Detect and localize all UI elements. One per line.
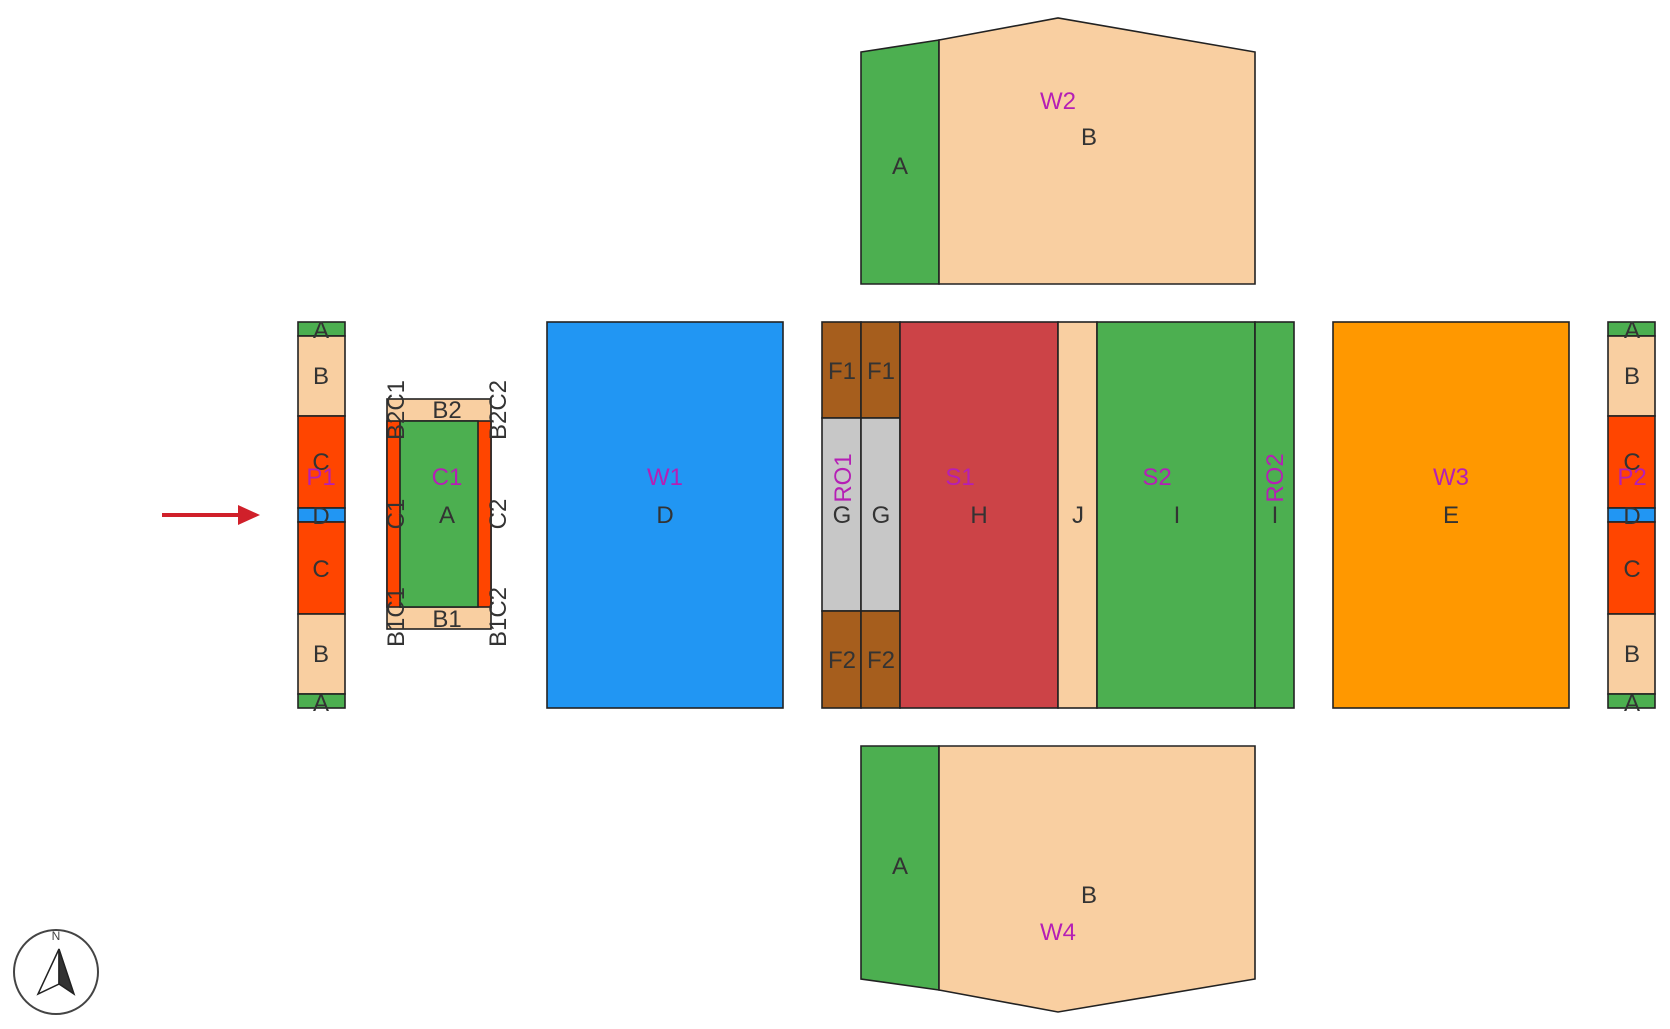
right-arrow-icon [238, 505, 260, 525]
w3-zone-label: W3 [1433, 464, 1469, 491]
wall-w2: A W2 B [860, 17, 1256, 285]
w4-b-area [938, 745, 1256, 1013]
w1-area [546, 321, 784, 709]
c1-center [399, 420, 479, 608]
s1-label: H [970, 502, 987, 529]
w3-area [1332, 321, 1570, 709]
p2-bottom-c [1607, 521, 1656, 615]
p1-bottom-c [297, 521, 346, 615]
ro1-f1-left-label: F1 [828, 358, 856, 385]
p1-zone-label: P1 [306, 464, 335, 491]
p2-top-c-label: C [1623, 449, 1640, 476]
p1-top-a-label: A [313, 317, 329, 344]
roof-ro2: RO2 I [1254, 321, 1295, 709]
ro1-g-right [860, 417, 901, 612]
p1-bottom-b-label: B [313, 641, 329, 668]
ro1-f1-right [860, 321, 901, 419]
p1-bottom-a [297, 693, 346, 709]
c1-top-left-label: B2C1 [383, 380, 410, 440]
j-area [1057, 321, 1098, 709]
w2-a-label: A [892, 153, 908, 180]
p2-top-b-label: B [1624, 363, 1640, 390]
ro1-g-right-label: G [872, 502, 891, 529]
chimney-c1: B2 B1 C1 A C1 C2 B2C1 B2C2 B1C1 B1C2 [383, 380, 512, 647]
c1-center-label: A [439, 502, 455, 529]
wind-arrow [162, 505, 260, 525]
p2-bottom-b-label: B [1624, 641, 1640, 668]
p1-bottom-c-label: C [312, 556, 329, 583]
w4-a-label: A [892, 853, 908, 880]
ro1-g-left-label: G [833, 502, 852, 529]
p2-top-c [1607, 415, 1656, 509]
ro1-g-left [821, 417, 862, 612]
ro1-f2-left [821, 610, 862, 709]
ro1-f2-left-label: F2 [828, 647, 856, 674]
w3-label: E [1443, 502, 1459, 529]
ro1-f2-right-label: F2 [867, 647, 895, 674]
c1-left-label: C1 [383, 499, 410, 530]
p2-bottom-a [1607, 693, 1656, 709]
p2-zone-label: P2 [1617, 464, 1646, 491]
wall-w1: W1 D [546, 321, 784, 709]
section-s2: S2 I [1096, 321, 1256, 709]
c1-bottom-label: B1 [432, 606, 461, 633]
w4-b-label: B [1081, 882, 1097, 909]
p2-bottom-b [1607, 613, 1656, 695]
p1-bottom-a-label: A [313, 690, 329, 717]
p2-mid-d-label: D [1623, 503, 1640, 530]
p1-top-b-label: B [313, 363, 329, 390]
s2-area [1096, 321, 1256, 709]
wall-w3: W3 E [1332, 321, 1570, 709]
s2-zone-label: S2 [1142, 464, 1171, 491]
s2-label: I [1174, 502, 1181, 529]
w4-zone-label: W4 [1040, 919, 1076, 946]
panel-p1: A B C D C B A P1 [297, 317, 346, 717]
section-s1: S1 H [899, 321, 1059, 709]
c1-bottom-right-label: B1C2 [485, 587, 512, 647]
c1-top-right-label: B2C2 [485, 380, 512, 440]
p2-bottom-c-label: C [1623, 556, 1640, 583]
strip-j: J [1057, 321, 1098, 709]
ro1-f1-right-label: F1 [867, 358, 895, 385]
c1-right-label: C2 [485, 499, 512, 530]
w2-zone-label: W2 [1040, 88, 1076, 115]
panel-p2: A B C D C B A P2 [1607, 317, 1656, 717]
ro1-zone-label: RO1 [830, 453, 857, 502]
c1-zone-label: C1 [432, 464, 463, 491]
p1-top-c-label: C [312, 449, 329, 476]
ro2-area [1254, 321, 1295, 709]
wall-w4: A B W4 [860, 745, 1256, 1013]
north-arrow-icon [36, 948, 76, 996]
compass-north-label: N [52, 929, 61, 943]
p1-mid-d-label: D [312, 503, 329, 530]
c1-top-label: B2 [432, 397, 461, 424]
compass: N [13, 929, 99, 1015]
w1-label: D [656, 502, 673, 529]
s1-zone-label: S1 [945, 464, 974, 491]
p1-top-b [297, 335, 346, 417]
j-label: J [1072, 502, 1084, 529]
ro1-f2-right [860, 610, 901, 709]
w2-b-label: B [1081, 124, 1097, 151]
p2-top-a-label: A [1624, 317, 1640, 344]
ro2-label: I [1272, 502, 1279, 529]
w1-zone-label: W1 [647, 464, 683, 491]
w2-b-area [938, 17, 1256, 285]
p2-bottom-a-label: A [1624, 690, 1640, 717]
c1-bottom-left-label: B1C1 [383, 587, 410, 647]
p2-top-b [1607, 335, 1656, 417]
ro2-zone-label: RO2 [1262, 453, 1289, 502]
roof-ro1: F1 F1 G G F2 F2 RO1 [821, 321, 901, 709]
s1-area [899, 321, 1059, 709]
